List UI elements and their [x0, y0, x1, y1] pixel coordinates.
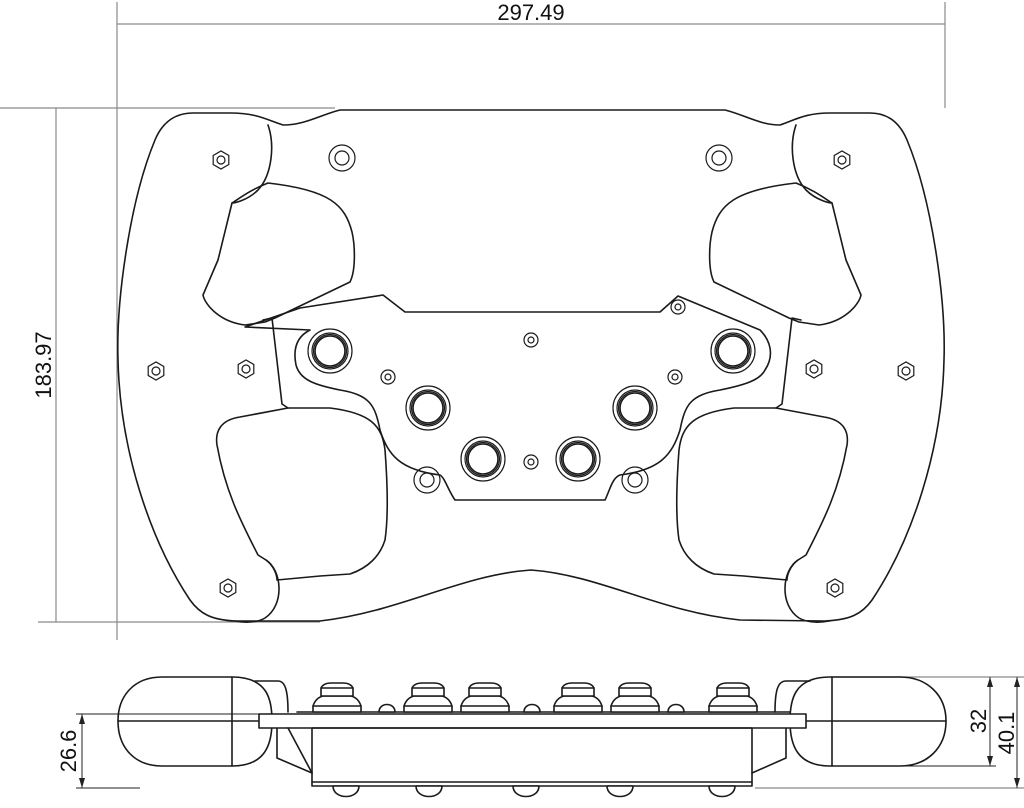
- dimension-label-40-1: 40.1: [994, 712, 1019, 755]
- mounting-hole-icon: [621, 466, 649, 494]
- hex-nut-icon: [147, 361, 165, 381]
- foot-icon: [606, 785, 634, 798]
- hex-nut-group: [147, 150, 915, 598]
- dimension-side-32-40-1: 32 40.1: [755, 676, 1024, 789]
- push-button-icon: [612, 385, 658, 431]
- left-grip-bracket: [254, 680, 313, 774]
- foot-icon: [415, 785, 443, 798]
- dimension-label-height: 183.97: [31, 331, 56, 398]
- hex-nut-icon: [237, 359, 255, 379]
- mounting-hole-icon: [328, 144, 356, 172]
- push-button-icon: [307, 328, 353, 374]
- left-lower-grip-cutout: [215, 407, 389, 581]
- large-button-group: [307, 328, 756, 482]
- right-lower-grip-cutout: [675, 407, 849, 581]
- side-bump-icon: [667, 703, 685, 713]
- front-view: [117, 109, 945, 623]
- dimension-label-26-6: 26.6: [56, 730, 81, 773]
- right-upper-knuckle: [791, 124, 833, 204]
- small-hole-icon: [523, 332, 539, 348]
- side-push-button-icon: [403, 682, 453, 713]
- dimension-label-32: 32: [966, 709, 991, 733]
- small-hole-icon: [523, 454, 539, 470]
- electronics-box: [311, 727, 753, 787]
- dimension-label-width: 297.49: [497, 0, 564, 25]
- wheel-outer-outline: [117, 109, 945, 622]
- hex-nut-icon: [212, 150, 230, 170]
- dimension-overall-height: 183.97: [0, 107, 335, 623]
- hex-nut-icon: [897, 361, 915, 381]
- dimension-overall-width: 297.49: [116, 0, 946, 640]
- side-bump-group: [378, 703, 685, 713]
- left-upper-grip-cutout: [202, 182, 356, 326]
- small-hole-icon: [380, 369, 396, 385]
- side-bump-icon: [378, 703, 396, 713]
- small-hole-icon: [670, 299, 686, 315]
- side-push-button-icon: [553, 682, 603, 713]
- small-hole-group: [380, 299, 686, 470]
- push-button-icon: [710, 328, 756, 374]
- mounting-hole-icon: [413, 466, 441, 494]
- side-push-button-icon: [610, 682, 660, 713]
- right-upper-grip-cutout: [708, 182, 862, 326]
- left-spoke-arm: [244, 294, 772, 501]
- foot-icon: [332, 785, 360, 798]
- side-push-button-icon: [460, 682, 510, 713]
- push-button-icon: [555, 436, 601, 482]
- faceplate-bar: [258, 713, 807, 729]
- hex-nut-icon: [805, 359, 823, 379]
- side-push-button-icon: [708, 682, 758, 713]
- foot-icon: [512, 785, 540, 798]
- small-hole-icon: [667, 369, 683, 385]
- right-grip-capsule: [789, 676, 947, 767]
- left-upper-knuckle: [231, 124, 273, 204]
- right-grip-bracket: [751, 680, 811, 774]
- right-lower-knuckle: [784, 559, 830, 623]
- push-button-icon: [405, 385, 451, 431]
- bottom-view: [117, 676, 947, 798]
- dimension-side-26-6: 26.6: [56, 713, 262, 789]
- side-button-group: [312, 682, 758, 713]
- left-lower-knuckle: [234, 559, 280, 623]
- push-button-icon: [460, 436, 506, 482]
- left-spoke-line: [262, 317, 289, 409]
- hex-nut-icon: [833, 150, 851, 170]
- hex-nut-icon: [219, 578, 237, 598]
- foot-group: [332, 785, 736, 798]
- mount-hole-group: [328, 144, 733, 494]
- hex-nut-icon: [826, 578, 844, 598]
- side-push-button-icon: [312, 682, 362, 713]
- mounting-hole-icon: [705, 144, 733, 172]
- side-bump-icon: [523, 703, 541, 713]
- right-spoke-line: [775, 317, 802, 409]
- foot-icon: [708, 785, 736, 798]
